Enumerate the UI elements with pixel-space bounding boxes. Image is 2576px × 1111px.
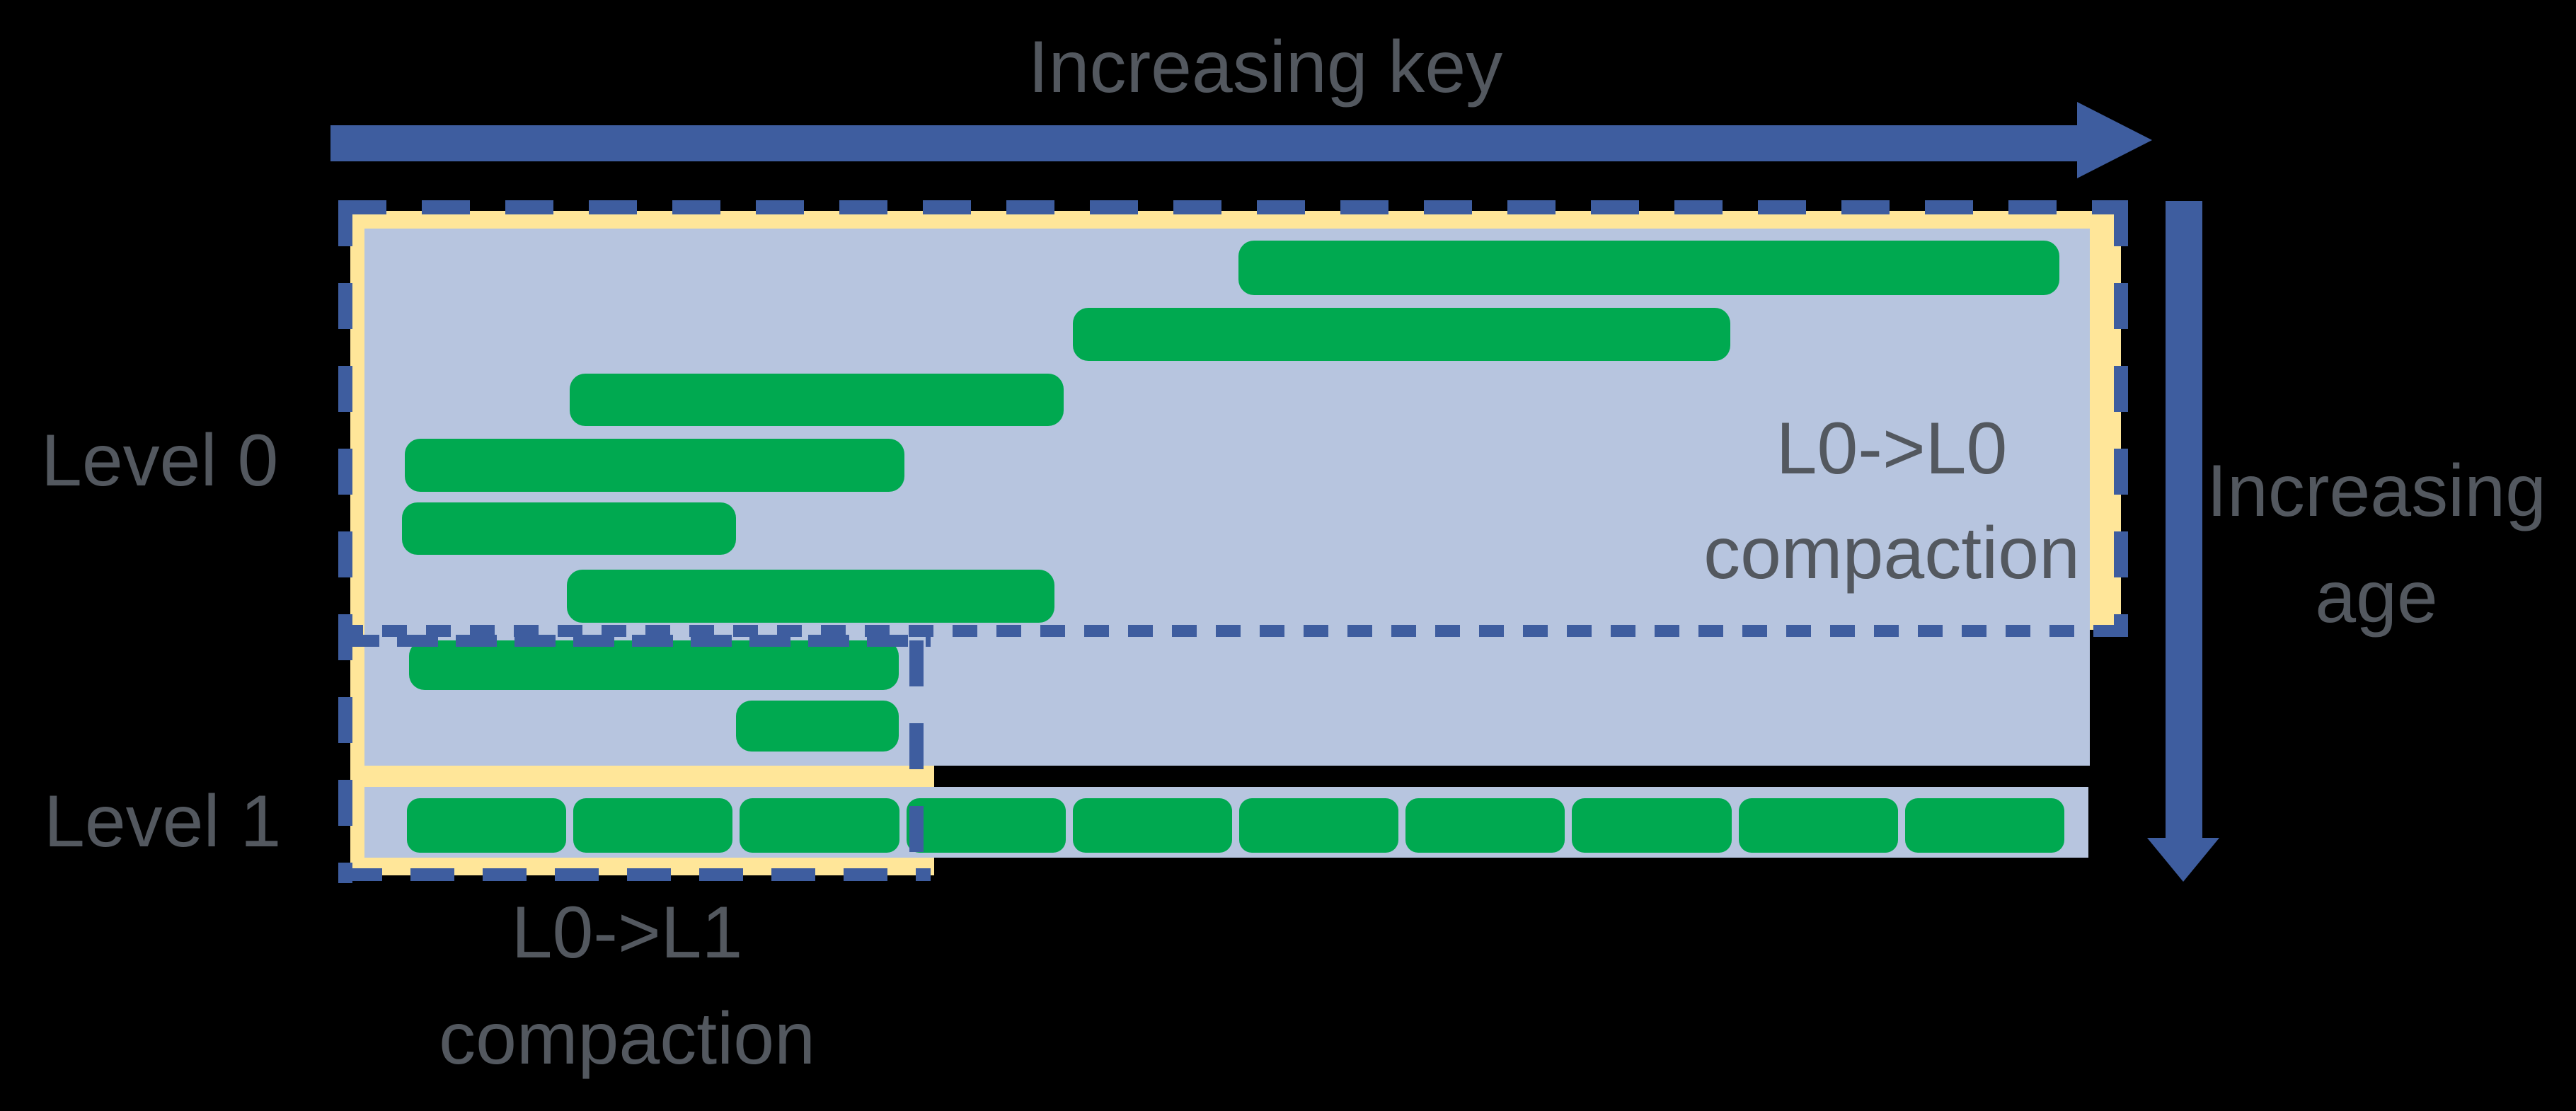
key-axis-arrow-head-icon: [2077, 102, 2152, 178]
l0-l0-compaction-annotation: L0->L0 compaction: [1609, 396, 2175, 606]
l0-l1-selection-border-top: [338, 635, 931, 647]
l0-l1-compaction-annotation: L0->L1 compaction: [344, 880, 910, 1092]
age-axis-arrow-head-icon: [2147, 838, 2219, 882]
sstable-segment: [407, 798, 567, 853]
level1-sstables: [407, 798, 2065, 853]
sstable-bar: [736, 701, 899, 752]
l0-l1-selection-border-bottom: [338, 868, 931, 881]
key-axis-arrow-shaft: [330, 125, 2077, 161]
sstable-segment: [573, 798, 733, 853]
l0-l1-selection-border-right: [909, 640, 924, 883]
l0-l0-selection-border-bottom: [338, 625, 2128, 637]
l0-l0-selection-border-right: [2114, 200, 2128, 637]
sstable-bar: [1238, 241, 2059, 295]
sstable-segment: [1239, 798, 1399, 853]
l0-l0-annotation-line2: compaction: [1703, 512, 2080, 594]
sstable-bar: [570, 374, 1064, 426]
l0-l1-annotation-line2: compaction: [439, 998, 815, 1080]
sstable-segment: [1405, 798, 1565, 853]
sstable-segment: [740, 798, 899, 853]
sstable-bar: [567, 570, 1054, 623]
sstable-bar: [1073, 308, 1730, 361]
sstable-segment: [1738, 798, 1898, 853]
increasing-age-line2: age: [2315, 556, 2438, 638]
age-axis-arrow-shaft: [2166, 201, 2202, 838]
sstable-segment: [1072, 798, 1233, 853]
sstable-segment: [906, 798, 1066, 853]
increasing-age-line1: Increasing: [2207, 450, 2546, 532]
sstable-segment: [1572, 798, 1732, 853]
sstable-bar: [409, 640, 899, 690]
l0-l0-selection-border-top: [338, 200, 2128, 214]
sstable-bar: [402, 502, 736, 555]
l0-selection-border-left: [338, 200, 352, 883]
level1-label: Level 1: [44, 781, 282, 863]
l0-l0-annotation-line1: L0->L0: [1776, 408, 2008, 490]
increasing-key-label: Increasing key: [1028, 26, 1503, 108]
sstable-bar: [405, 439, 904, 492]
level0-label: Level 0: [41, 420, 279, 502]
l0-l1-annotation-line1: L0->L1: [511, 892, 743, 974]
increasing-age-label: Increasing age: [2164, 438, 2576, 650]
sstable-segment: [1904, 798, 2065, 853]
